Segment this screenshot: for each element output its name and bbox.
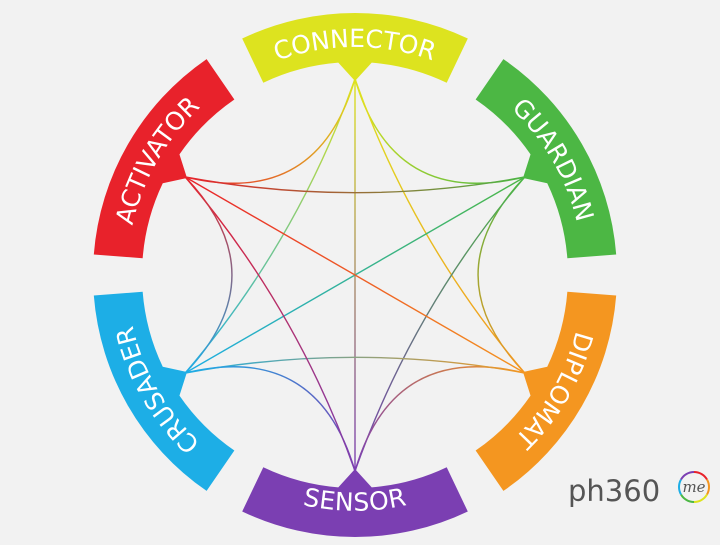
segment-connector bbox=[242, 12, 468, 83]
logo-badge-ring bbox=[678, 471, 710, 503]
segment-guardian bbox=[475, 59, 617, 259]
connection-guardian-activator bbox=[185, 176, 525, 194]
ph360-logo: ph360 me bbox=[568, 471, 710, 508]
connection-sensor-activator bbox=[184, 176, 356, 472]
wheel-ring bbox=[93, 12, 617, 538]
logo-text: ph360 bbox=[568, 474, 660, 508]
connection-crusader-activator bbox=[184, 176, 233, 374]
connection-diplomat-crusader bbox=[185, 356, 525, 374]
connection-lines bbox=[184, 78, 526, 472]
connection-diplomat-activator bbox=[184, 176, 526, 374]
logo-badge-text: me bbox=[682, 478, 705, 496]
segment-activator bbox=[93, 59, 235, 259]
segment-diplomat bbox=[475, 291, 617, 491]
segment-sensor bbox=[242, 467, 468, 538]
segment-crusader bbox=[93, 291, 235, 491]
